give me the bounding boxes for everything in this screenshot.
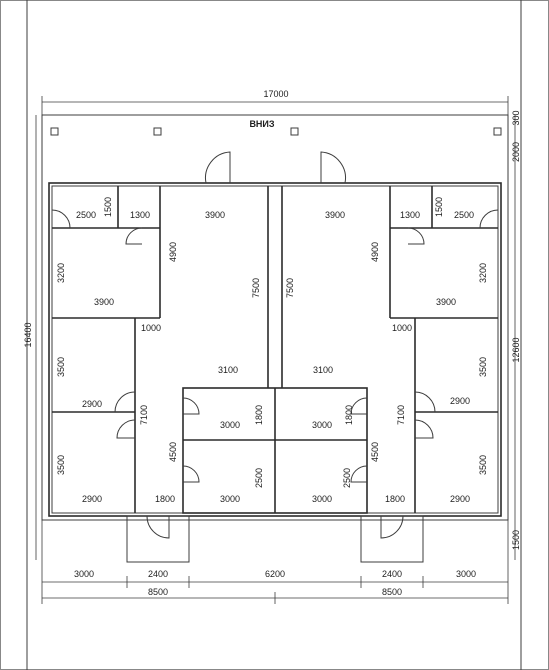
door-tl-2 bbox=[125, 227, 143, 245]
room-dim: 1800 bbox=[155, 494, 175, 504]
room-dim: 3000 bbox=[312, 494, 332, 504]
room-dim: 1800 bbox=[344, 405, 354, 425]
room-dim: 3100 bbox=[313, 365, 333, 375]
room-dim: 1300 bbox=[400, 210, 420, 220]
room-dim: 1300 bbox=[130, 210, 150, 220]
room-dim: 2500 bbox=[76, 210, 96, 220]
room-dim: 4900 bbox=[168, 242, 178, 262]
porch-door-left bbox=[146, 515, 170, 539]
entrance-door-right bbox=[320, 151, 346, 184]
dim-overall-height-left: 16400 bbox=[23, 322, 33, 347]
room-dim: 3500 bbox=[56, 357, 66, 377]
vent-2 bbox=[153, 127, 162, 136]
room-dim: 1800 bbox=[385, 494, 405, 504]
dim-b5: 3000 bbox=[456, 569, 476, 579]
room-dim: 3500 bbox=[478, 357, 488, 377]
room-dim: 1000 bbox=[392, 323, 412, 333]
room-dim: 3100 bbox=[218, 365, 238, 375]
room-dim: 2900 bbox=[450, 396, 470, 406]
room-dim: 3900 bbox=[94, 297, 114, 307]
dim-b7: 8500 bbox=[382, 587, 402, 597]
dim-b1: 3000 bbox=[74, 569, 94, 579]
stairs-down-label: ВНИЗ bbox=[249, 119, 274, 129]
room-dim: 3500 bbox=[478, 455, 488, 475]
door-tl-1 bbox=[51, 209, 71, 229]
room-dim: 3200 bbox=[478, 263, 488, 283]
room-dim: 1500 bbox=[103, 197, 113, 217]
door-l-1 bbox=[114, 391, 136, 413]
entrance-door-left bbox=[205, 151, 231, 184]
room-dim: 4500 bbox=[370, 442, 380, 462]
room-dim: 7100 bbox=[396, 405, 406, 425]
door-c-4 bbox=[350, 465, 368, 483]
room-dim: 2900 bbox=[450, 494, 470, 504]
vent-4 bbox=[493, 127, 502, 136]
room-dim: 1500 bbox=[434, 197, 444, 217]
room-dim: 1000 bbox=[141, 323, 161, 333]
door-c-2 bbox=[350, 397, 368, 415]
dim-top-offset-1: 300 bbox=[511, 110, 521, 125]
dim-b6: 8500 bbox=[148, 587, 168, 597]
room-dim: 3000 bbox=[220, 494, 240, 504]
room-dim: 7500 bbox=[251, 278, 261, 298]
room-dim: 2500 bbox=[342, 468, 352, 488]
room-dim: 3900 bbox=[325, 210, 345, 220]
door-c-1 bbox=[182, 397, 200, 415]
room-dim: 2900 bbox=[82, 494, 102, 504]
dim-bottom-offset: 1500 bbox=[511, 530, 521, 550]
door-c-3 bbox=[182, 465, 200, 483]
porch-door-right bbox=[380, 515, 404, 539]
center-block bbox=[182, 387, 368, 514]
dim-overall-width: 17000 bbox=[263, 89, 288, 99]
room-dim: 1800 bbox=[254, 405, 264, 425]
room-dim: 3000 bbox=[220, 420, 240, 430]
room-dim: 3200 bbox=[56, 263, 66, 283]
room-dim: 7500 bbox=[285, 278, 295, 298]
porch-left bbox=[126, 515, 190, 563]
room-dim: 4500 bbox=[168, 442, 178, 462]
room-dim: 3500 bbox=[56, 455, 66, 475]
dim-b3: 6200 bbox=[265, 569, 285, 579]
door-r-1 bbox=[414, 391, 436, 413]
room-dim: 3900 bbox=[205, 210, 225, 220]
door-tr-2 bbox=[407, 227, 425, 245]
vent-1 bbox=[50, 127, 59, 136]
door-l-2 bbox=[116, 419, 136, 439]
room-dim: 7100 bbox=[139, 405, 149, 425]
dim-b2: 2400 bbox=[148, 569, 168, 579]
outer-walls bbox=[48, 182, 502, 517]
room-dim: 3000 bbox=[312, 420, 332, 430]
room-dim: 2900 bbox=[82, 399, 102, 409]
room-dim: 3900 bbox=[436, 297, 456, 307]
dim-overall-height-right: 12600 bbox=[511, 337, 521, 362]
dim-top-offset-2: 2000 bbox=[511, 142, 521, 162]
room-dim: 2500 bbox=[454, 210, 474, 220]
door-tr-1 bbox=[479, 209, 499, 229]
dim-b4: 2400 bbox=[382, 569, 402, 579]
room-dim: 4900 bbox=[370, 242, 380, 262]
vent-3 bbox=[290, 127, 299, 136]
porch-right bbox=[360, 515, 424, 563]
door-r-2 bbox=[414, 419, 434, 439]
room-dim: 2500 bbox=[254, 468, 264, 488]
